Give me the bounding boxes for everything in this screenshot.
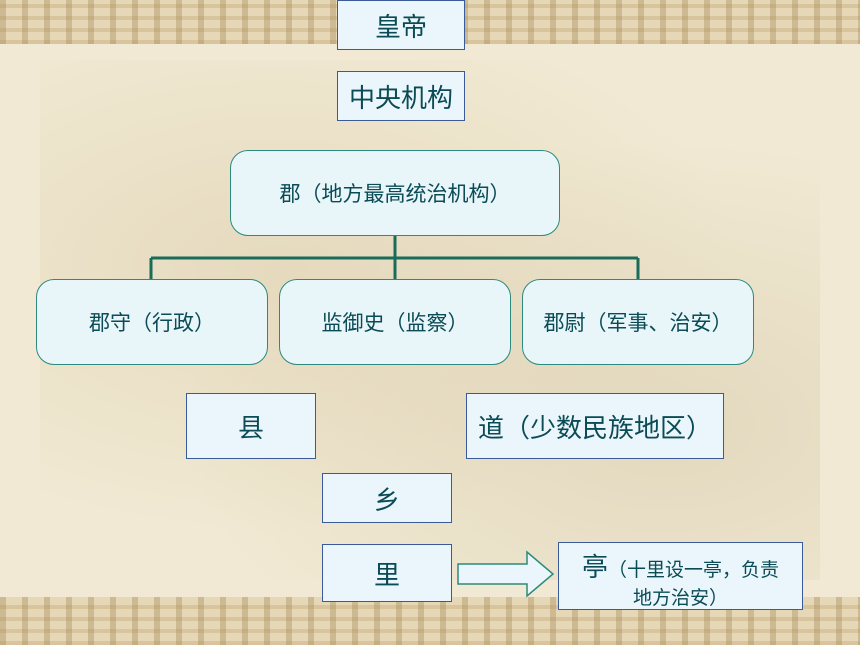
jun-box: 郡（地方最高统治机构） [230, 150, 560, 236]
ting-head-label: 亭 [581, 553, 608, 583]
jianyushi-box: 监御史（监察） [279, 279, 511, 365]
li-box: 里 [322, 544, 452, 602]
ting-detail-line2: 地方治安） [632, 587, 728, 609]
junshou-label: 郡守（行政） [89, 311, 215, 335]
li-label: 里 [373, 560, 400, 591]
junshou-box: 郡守（行政） [36, 279, 268, 365]
ting-line1: 亭（十里设一亭，负责 [559, 547, 802, 584]
emperor-box: 皇帝 [337, 0, 465, 50]
xian-box: 县 [186, 393, 316, 459]
xiang-box: 乡 [322, 473, 452, 523]
jianyushi-label: 监御史（监察） [321, 311, 469, 335]
junwei-box: 郡尉（军事、治安） [522, 279, 754, 365]
xian-label: 县 [237, 413, 264, 444]
ting-detail-line1: （十里设一亭，负责 [608, 559, 780, 581]
central-agency-label: 中央机构 [348, 83, 453, 114]
dao-box: 道（少数民族地区） [466, 393, 724, 459]
jun-label: 郡（地方最高统治机构） [279, 182, 511, 206]
emperor-label: 皇帝 [374, 12, 427, 43]
central-agency-box: 中央机构 [337, 71, 465, 121]
junwei-label: 郡尉（军事、治安） [543, 311, 733, 335]
xiang-label: 乡 [373, 485, 400, 516]
arrow-right-icon [457, 550, 555, 598]
dao-label: 道（少数民族地区） [477, 413, 712, 444]
ting-box: 亭（十里设一亭，负责 地方治安） [558, 542, 803, 610]
